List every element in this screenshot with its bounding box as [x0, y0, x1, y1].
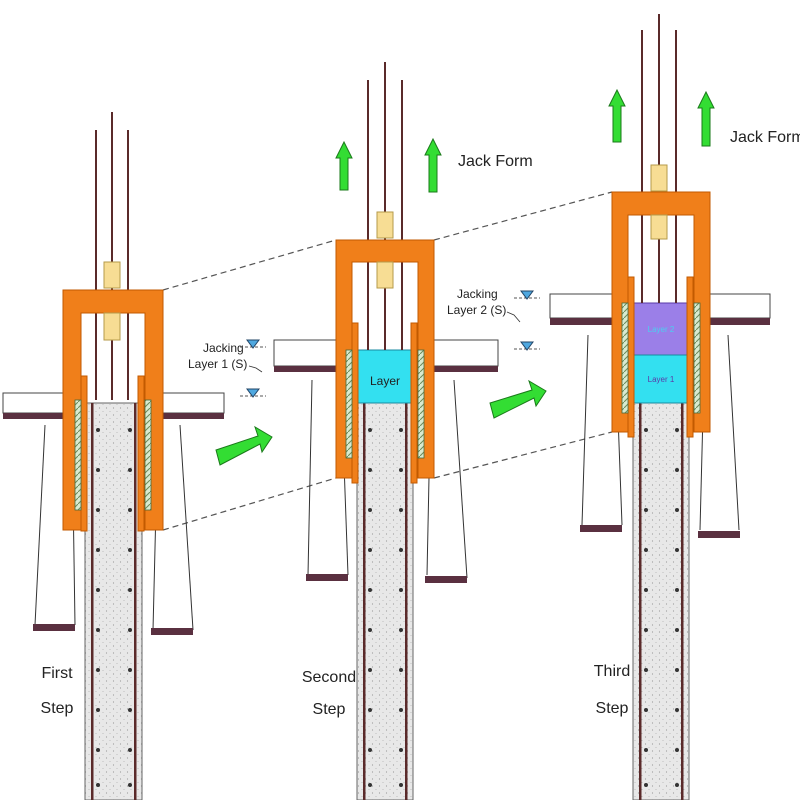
rebar-right [134, 403, 137, 800]
jack-form-label: Jack Form [458, 153, 533, 170]
concrete-layer-1 [632, 354, 690, 404]
level-marker-icon [514, 290, 540, 351]
third-step-assembly: Layer 2 Layer 1 [549, 14, 771, 800]
level-marker-icon [240, 339, 266, 398]
jacking-layer2-annotation: Jacking Layer 2 (S) [447, 287, 540, 351]
next-step-arrow-icon [489, 379, 547, 419]
base-pad [580, 525, 622, 532]
connector-lines [162, 191, 613, 531]
third-step-label-line2: Step [596, 700, 629, 717]
first-step-label-line1: First [41, 665, 73, 682]
jack-up-arrow-icon [335, 137, 442, 193]
jacking-label: Jacking [203, 341, 244, 355]
layer1-label: Layer 1 (S) [188, 357, 247, 371]
jack-rods [641, 14, 677, 303]
first-step-assembly [2, 112, 225, 800]
layer1-short-label: Layer 1 [648, 375, 675, 384]
base-pad [151, 628, 193, 635]
layer2-short-label: Layer 2 [648, 325, 675, 334]
jack-rods [95, 112, 129, 400]
next-step-arrow-icon [215, 425, 273, 466]
layer-label: Layer [370, 374, 400, 388]
jacking-label: Jacking [457, 287, 498, 301]
jack-up-arrow-icon [608, 88, 715, 147]
hydraulic-jack [650, 164, 668, 192]
second-step-label-line2: Step [313, 701, 346, 718]
second-step-label-line1: Second [302, 669, 356, 686]
jack-form-label: Jack Form [730, 129, 800, 146]
step-labels: First Step Second Step Third Step [41, 663, 631, 718]
base-pad [306, 574, 348, 581]
jack-rods [367, 62, 403, 350]
hydraulic-jack [376, 211, 394, 239]
pile-column [356, 402, 414, 800]
first-step-label-line2: Step [41, 700, 74, 717]
pile-column [632, 402, 690, 800]
jacking-layer1-annotation: Jacking Layer 1 (S) [188, 339, 266, 398]
base-pad [33, 624, 75, 631]
base-pad [425, 576, 467, 583]
rebar-left [91, 403, 94, 800]
hydraulic-jack [103, 261, 121, 289]
jack-form [62, 289, 164, 531]
layer2-label: Layer 2 (S) [447, 303, 506, 317]
second-step-assembly: Layer [273, 62, 499, 800]
third-step-label-line1: Third [594, 663, 630, 680]
pile-column [84, 402, 143, 800]
base-pad [698, 531, 740, 538]
